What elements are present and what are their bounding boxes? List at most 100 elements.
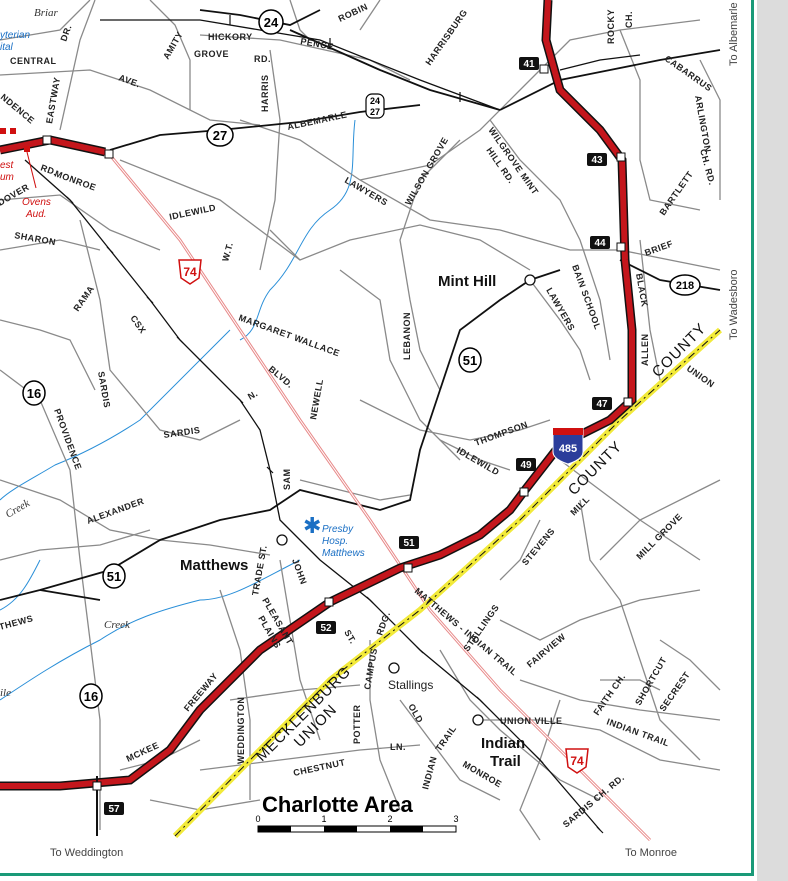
road-mill: MILL — [568, 494, 591, 517]
road-central: CENTRAL — [10, 56, 57, 66]
road-rd-grove: RD. — [254, 54, 271, 64]
town-mint-hill: Mint Hill — [438, 273, 496, 290]
nc24-27-shield-top: 24 — [370, 96, 380, 106]
nc16-shield-a: 16 — [27, 386, 41, 401]
road-potter: POTTER — [352, 704, 362, 744]
us-74-route — [108, 154, 652, 842]
road-thews: THEWS — [0, 613, 34, 632]
road-ndence: NDENCE — [0, 92, 37, 126]
town-matthews: Matthews — [180, 557, 248, 574]
road-sardis-rd: SARDIS — [163, 425, 201, 440]
road-faith: FAITH CH. — [591, 672, 627, 717]
road-trail: TRAIL — [433, 724, 458, 753]
road-wilson-grove: WILSON GROVE — [403, 135, 450, 207]
scale-label-1: 1 — [321, 814, 326, 824]
road-grove: GROVE — [194, 49, 229, 59]
road-matthews-indian-trail: MATTHEWS - INDIAN TRAIL — [413, 586, 520, 678]
road-albemarle: ALBEMARLE — [286, 109, 348, 131]
poi-markers — [0, 128, 37, 189]
town-markers — [276, 274, 536, 726]
road-briar: Briar — [34, 7, 59, 19]
road-sardis-ch: SARDIS CH. RD. — [561, 772, 626, 829]
road-rama: RAMA — [71, 284, 96, 313]
poi-presby-2: Hosp. — [322, 536, 348, 547]
scale-label-3: 3 — [453, 814, 458, 824]
right-margin-strip — [757, 0, 788, 881]
poi-ovens-1: Ovens — [22, 197, 51, 208]
exit-labels: 41 43 44 47 49 51 52 57 — [104, 57, 612, 815]
road-amity: AMITY — [161, 30, 185, 61]
exit-52: 52 — [320, 623, 332, 634]
map-frame — [0, 0, 754, 876]
road-chestnut: CHESTNUT — [292, 757, 346, 778]
road-idlewild: IDLEWILD — [168, 202, 217, 222]
road-indian2: INDIAN — [420, 755, 438, 790]
road-bain-school: BAIN SCHOOL — [570, 263, 603, 331]
road-idlewild2: IDLEWILD — [455, 445, 501, 477]
poi-presby-3: Matthews — [322, 548, 365, 559]
creek-b: Creek — [104, 619, 131, 631]
road-rocky: ROCKY — [606, 9, 616, 44]
nc51-shield-a: 51 — [463, 353, 477, 368]
road-robin: ROBIN — [337, 1, 370, 23]
nc51-shield-b: 51 — [107, 569, 121, 584]
road-secrest: SECREST — [657, 670, 692, 713]
road-thompson: THOMPSON — [473, 419, 529, 448]
road-n: N. — [246, 388, 260, 402]
road-lawyers2: LAWYERS — [544, 286, 577, 333]
rail-ticks — [66, 15, 604, 834]
road-hickory: HICKORY — [208, 32, 253, 42]
road-sardis: SARDIS — [96, 371, 112, 409]
road-ch: CH. — [624, 11, 634, 28]
edge-label-wadesboro: To Wadesboro — [728, 269, 740, 340]
road-brief: BRIEF — [643, 238, 674, 257]
road-ln: LN. — [390, 742, 406, 752]
road-harris: HARRIS — [260, 74, 270, 112]
poi-presbyterian: yterian — [0, 30, 30, 41]
poi-presby-1: Presby — [322, 524, 354, 535]
scale-label-0: 0 — [255, 814, 260, 824]
road-newell: NEWELL — [308, 378, 325, 420]
map-title: Charlotte Area — [262, 792, 414, 817]
exit-57: 57 — [108, 804, 120, 815]
road-pence: PENCE — [300, 36, 335, 52]
road-monroe: MONROE — [53, 168, 97, 192]
creeks-water — [0, 119, 356, 701]
road-harrisburg: HARRISBURG — [423, 7, 469, 67]
edge-label-monroe: To Monroe — [625, 847, 677, 859]
nc24-shield: 24 — [264, 15, 279, 30]
road-allen: ALLEN — [640, 334, 650, 367]
road-dr: DR. — [58, 23, 73, 42]
poi-ovens-2: Aud. — [25, 209, 47, 220]
edge-label-albemarle: To Albemarle — [728, 2, 740, 66]
poi-west: est — [0, 160, 15, 171]
road-wt: W.T. — [220, 241, 235, 262]
road-arlington: ARLINGTON — [693, 95, 713, 154]
town-stallings: Stallings — [388, 678, 433, 692]
map[interactable]: ✱ 24 27 24 27 74 74 51 51 16 16 218 485 … — [0, 0, 754, 876]
us74-shield-a: 74 — [183, 265, 197, 279]
scale-bar: 0 1 2 3 — [255, 814, 459, 833]
nc16-shield-b: 16 — [84, 689, 98, 704]
edge-label-weddington: To Weddington — [50, 847, 124, 859]
scale-label-2: 2 — [387, 814, 392, 824]
csx-railroad — [24, 19, 641, 831]
road-old: OLD — [406, 702, 425, 725]
us74-shield-b: 74 — [570, 754, 584, 768]
shields: 24 27 24 27 74 74 51 51 16 16 218 485 — [22, 9, 701, 774]
local-roads — [0, 0, 721, 841]
road-bartlett: BARTLETT — [657, 169, 695, 217]
i485-shield: 485 — [559, 443, 577, 455]
road-stevens: STEVENS — [520, 526, 557, 567]
town-indian: Indian — [481, 735, 525, 752]
county-union-right: UNION — [685, 363, 717, 389]
creek-a: Creek — [4, 497, 33, 521]
nc218-shield: 218 — [676, 280, 694, 292]
road-ave: AVE. — [117, 72, 141, 89]
road-alexander: ALEXANDER — [85, 496, 145, 526]
poi-um: um — [0, 172, 14, 183]
exit-41: 41 — [523, 59, 535, 70]
poi-hospital: ital — [0, 42, 14, 53]
road-st: ST. — [342, 628, 358, 646]
road-sam: SAM — [282, 469, 292, 491]
